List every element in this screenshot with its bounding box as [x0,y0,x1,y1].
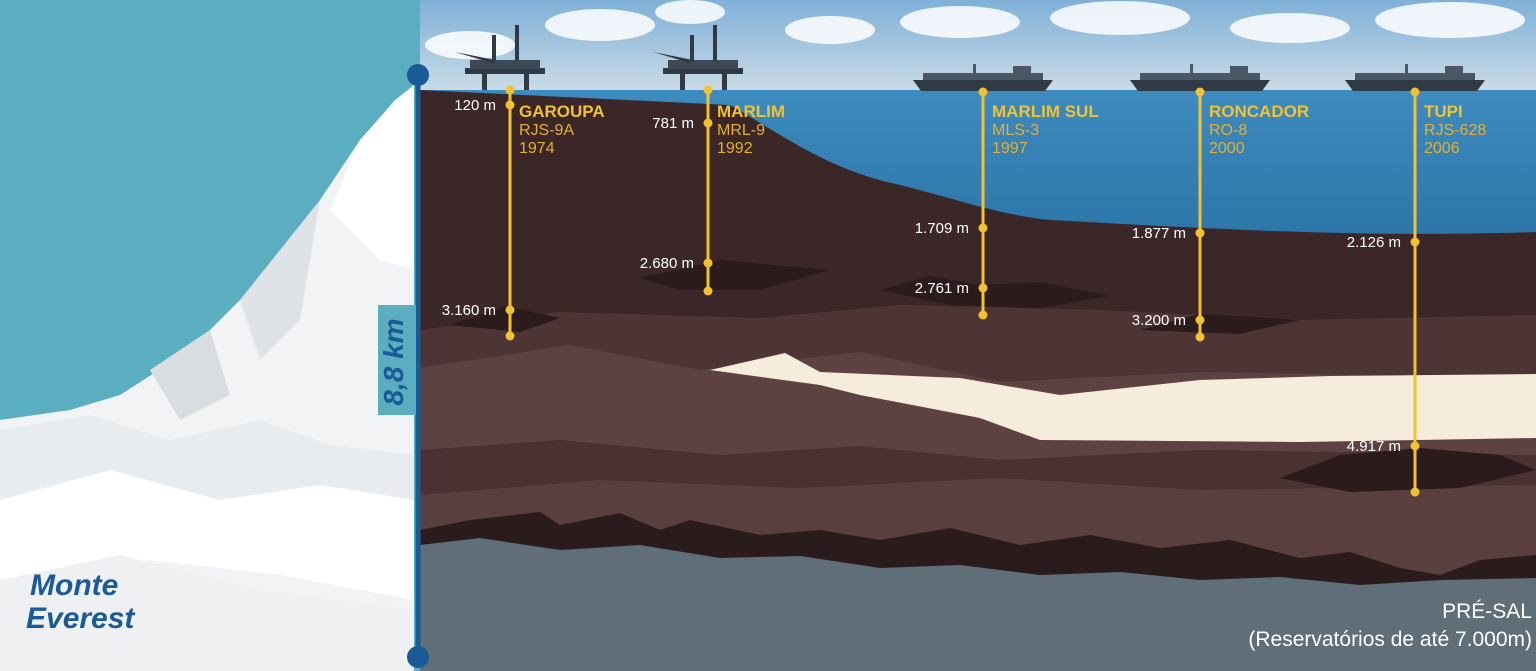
depth-label: 1.709 m [915,220,969,237]
field-code: RO-8 [1209,122,1247,139]
field-year: 2000 [1209,140,1245,157]
presal-subtitle: (Reservatórios de até 7.000m) [1248,628,1532,651]
well-top-dot [1195,87,1205,97]
depth-label: 2.126 m [1347,234,1401,251]
fpso-ship-icon [913,64,1053,91]
mount-everest [0,85,414,671]
field-name: GAROUPA [519,102,605,121]
depth-label: 2.761 m [915,280,969,297]
depth-label: 1.877 m [1132,225,1186,242]
depth-marker [1410,441,1420,451]
well-top-dot [505,85,515,95]
depth-label: 3.160 m [442,302,496,319]
depth-label: 120 m [454,97,496,114]
field-code: MRL-9 [717,122,765,139]
oil-platform-icon [653,25,743,90]
well-bottom-dot [1195,332,1205,342]
field-name: TUPI [1424,102,1463,121]
field-name: MARLIM [717,102,785,121]
fpso-ship-icon [1345,64,1485,91]
scale-bar-bottom-dot [407,646,429,668]
fpso-ship-icon [1130,64,1270,91]
depth-marker [978,283,988,293]
depth-marker [978,223,988,233]
depth-marker [505,305,515,315]
field-code: RJS-9A [519,122,574,139]
depth-label: 2.680 m [640,255,694,272]
well-bottom-dot [505,331,515,341]
depth-label: 3.200 m [1132,312,1186,329]
field-name: RONCADOR [1209,102,1309,121]
well-bottom-dot [978,310,988,320]
field-name: MARLIM SUL [992,102,1099,121]
scale-bar-top-dot [407,64,429,86]
field-code: MLS-3 [992,122,1039,139]
well-top-dot [978,87,988,97]
field-year: 1992 [717,140,753,157]
depth-marker [1195,315,1205,325]
reservoir-lenses [450,260,1536,492]
oil-platform-icon [455,25,545,90]
depth-marker [505,100,515,110]
scale-label-background [378,305,416,415]
well-top-dot [703,85,713,95]
presal-zone [420,538,1536,671]
everest-label-line2: Everest [26,602,136,635]
presal-title: PRÉ-SAL [1442,600,1532,623]
well-bottom-dot [703,286,713,296]
everest-label-line1: Monte [30,569,118,602]
salt-layer [710,353,1536,442]
well-bottom-dot [1410,487,1420,497]
depth-marker [703,258,713,268]
field-year: 1974 [519,140,555,157]
field-year: 1997 [992,140,1028,157]
depth-marker [1195,228,1205,238]
clouds [425,0,1525,59]
depth-marker [703,118,713,128]
field-year: 2006 [1424,140,1460,157]
depth-marker [1410,237,1420,247]
well-top-dot [1410,87,1420,97]
field-code: RJS-628 [1424,122,1486,139]
depth-label: 4.917 m [1347,438,1401,455]
depth-label: 781 m [652,115,694,132]
scale-label: 8,8 km [378,318,409,405]
